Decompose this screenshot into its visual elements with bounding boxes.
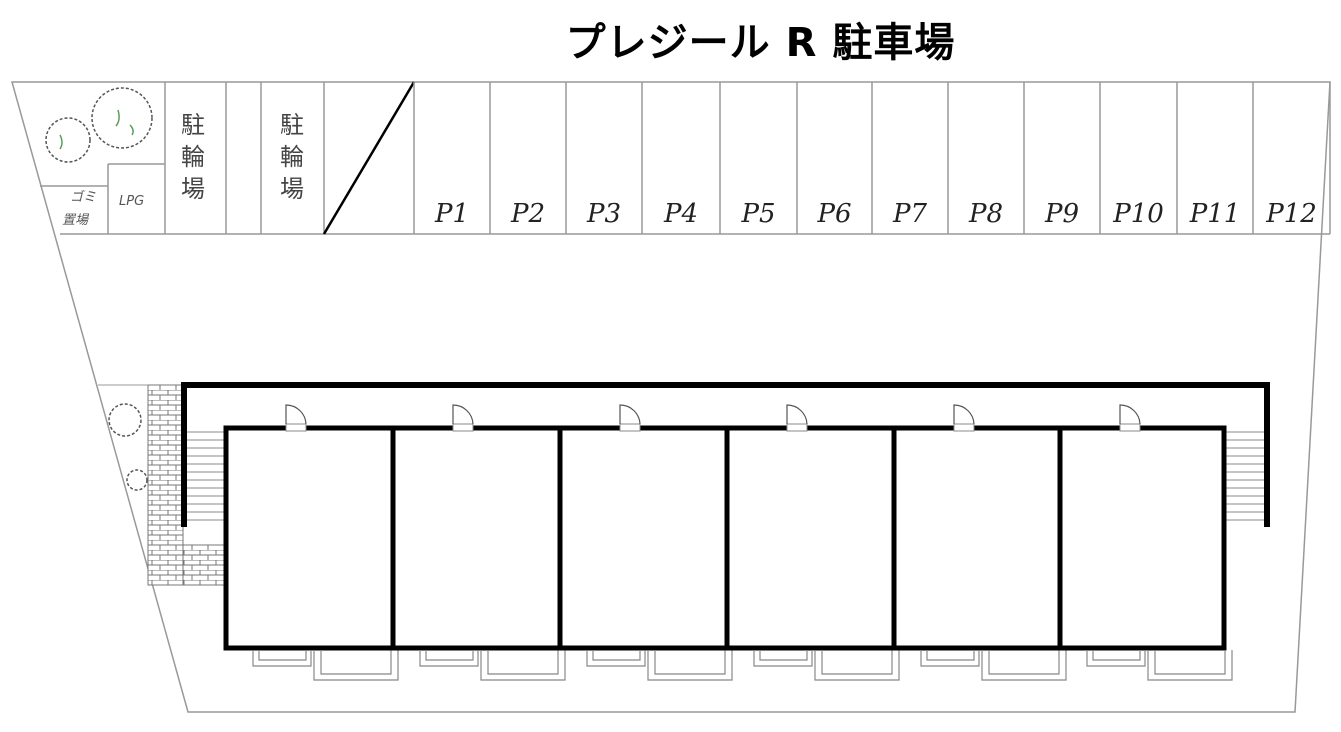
svg-text:駐: 駐 (181, 111, 205, 139)
corridor-wall (181, 382, 1270, 527)
apartment-unit (1057, 404, 1233, 681)
parking-space-label: P1 (434, 199, 469, 229)
tree-icon (91, 87, 153, 149)
parking-space: P3 (565, 82, 621, 234)
svg-text:駐: 駐 (280, 111, 304, 139)
bike-parking-1: 駐 輪 場 (181, 82, 227, 234)
parking-space-label: P9 (1044, 199, 1079, 229)
parking-space: P7 (871, 82, 927, 234)
site-boundary (11, 81, 1331, 713)
door-icon (619, 404, 641, 425)
stairs-left (187, 431, 226, 521)
title-text: プレジール R 駐車場 (565, 20, 956, 66)
tree-icon (126, 469, 148, 491)
parking-space-label: P2 (510, 199, 545, 229)
door-icon (285, 404, 307, 425)
svg-text:場: 場 (181, 175, 205, 203)
parking-space: P6 (796, 82, 852, 234)
parking-space-label: P5 (740, 199, 775, 229)
parking-space-label: P12 (1265, 199, 1317, 229)
brick-walkway (98, 384, 226, 586)
parking-space-label: P6 (816, 199, 851, 229)
parking-space: P9 (1023, 82, 1079, 234)
building-units (223, 404, 1233, 681)
svg-text:輪: 輪 (181, 143, 205, 171)
door-icon (452, 404, 474, 425)
parking-space-label: P4 (663, 199, 698, 229)
door-icon (786, 404, 808, 425)
door-icon (1119, 404, 1141, 425)
bike-parking-2: 駐 輪 場 (260, 81, 416, 235)
parking-space: P1 (413, 82, 469, 234)
apartment-unit (557, 404, 733, 681)
parking-space: P11 (1176, 82, 1241, 234)
svg-text:場: 場 (280, 175, 304, 203)
parking-space: P4 (641, 82, 698, 234)
apartment-unit (390, 404, 566, 681)
parking-space: P12 (1252, 82, 1317, 234)
garbage-label-1: ゴミ (70, 189, 96, 205)
page-title: プレジール R 駐車場 (0, 10, 1261, 68)
apartment-unit (724, 404, 900, 681)
parking-space: P5 (719, 82, 776, 234)
apartment-unit (223, 404, 399, 681)
parking-space-label: P10 (1112, 199, 1164, 229)
parking-space-label: P8 (968, 199, 1003, 229)
parking-space-label: P7 (892, 199, 927, 229)
parking-space: P2 (489, 82, 545, 234)
tree-icon (108, 403, 142, 437)
door-icon (953, 404, 975, 425)
garbage-lpg-area: ゴミ 置場 LPG (40, 82, 166, 234)
stairs-right (1224, 431, 1264, 521)
garbage-label-2: 置場 (62, 213, 90, 228)
svg-text:輪: 輪 (280, 143, 304, 171)
apartment-unit (891, 404, 1067, 681)
parking-spaces: P1 P2 P3 P4 P5 P6 P7 P8 P9 P10 P11 P12 (413, 82, 1331, 234)
parking-space: P8 (947, 82, 1003, 234)
tree-icon (45, 117, 91, 163)
lpg-label: LPG (119, 194, 144, 209)
parking-space-label: P3 (586, 199, 621, 229)
parking-space-label: P11 (1189, 199, 1241, 229)
parking-space: P10 (1099, 82, 1164, 234)
